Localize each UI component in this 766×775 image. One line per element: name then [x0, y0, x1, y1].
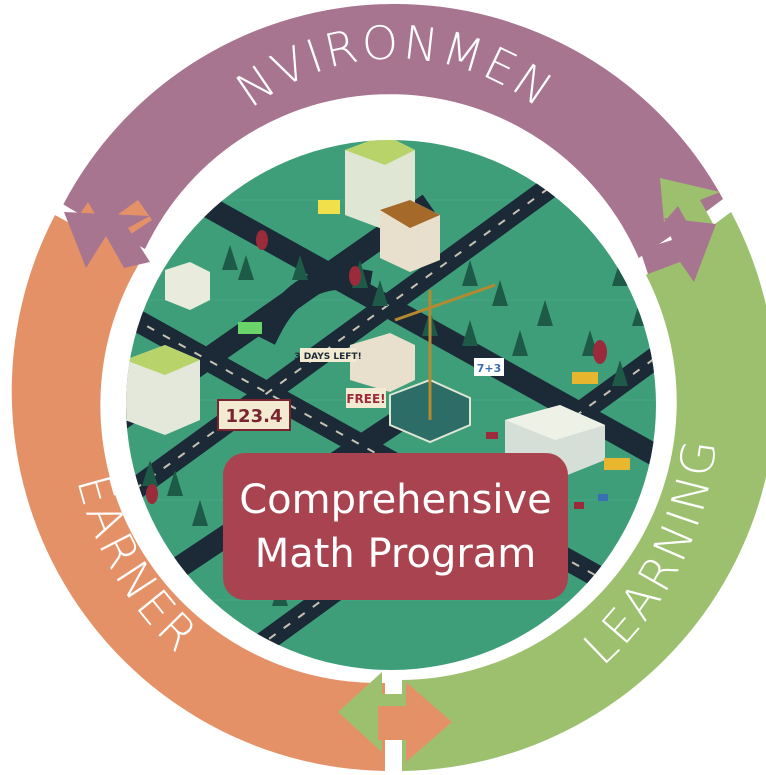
- days-left-sign: 3 DAYS LEFT!: [294, 348, 362, 362]
- free-sign: FREE!: [346, 388, 386, 408]
- arrow-learners-to-learning-icon: [378, 682, 452, 762]
- center-title-line2: Math Program: [254, 530, 537, 577]
- center-title-line1: Comprehensive: [239, 476, 552, 523]
- svg-text:FREE!: FREE!: [346, 392, 385, 406]
- price-sign: 123.4: [217, 399, 291, 431]
- center-title-box: Comprehensive Math Program: [223, 453, 568, 600]
- svg-text:7+3: 7+3: [477, 362, 502, 375]
- arrow-learning-to-learners-icon: [338, 672, 410, 752]
- environment-segment: [63, 3, 723, 261]
- math-billboard: 7+3: [474, 358, 504, 376]
- arrow-environment-to-learning-icon: [640, 218, 716, 282]
- svg-text:3 DAYS LEFT!: 3 DAYS LEFT!: [294, 352, 361, 362]
- svg-text:123.4: 123.4: [226, 406, 283, 427]
- arrow-environment-to-learners-icon: [64, 212, 150, 268]
- learners-segment: [11, 215, 386, 771]
- learning-segment: [402, 212, 766, 771]
